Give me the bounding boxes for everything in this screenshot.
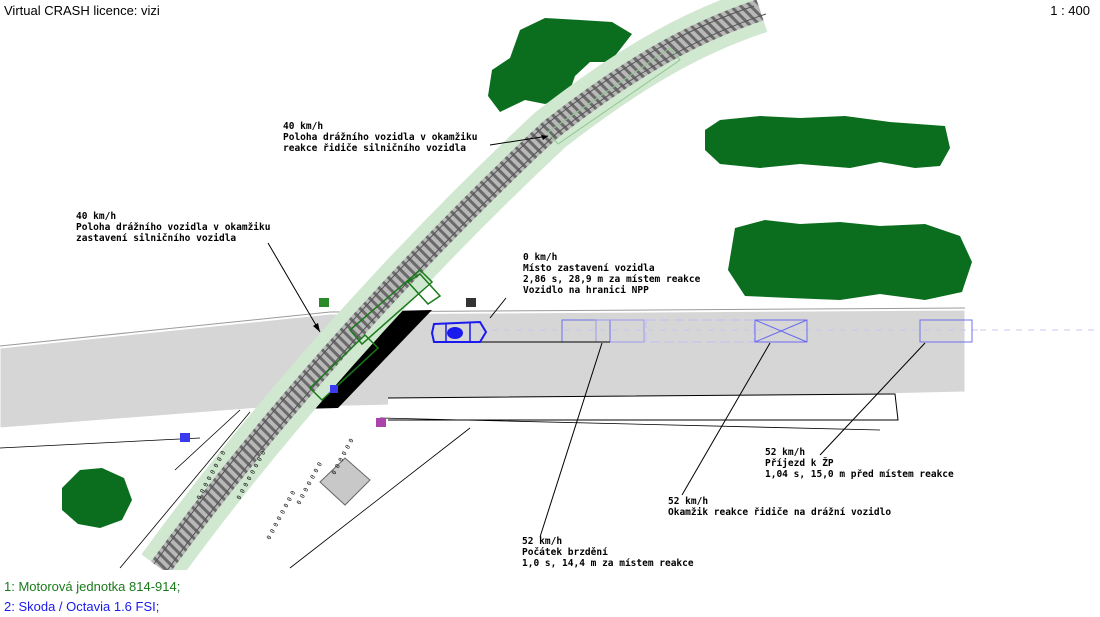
svg-text:1,0 s, 14,4 m za místem reakce: 1,0 s, 14,4 m za místem reakce xyxy=(522,558,694,569)
svg-text:Okamžik reakce řidiče na drážn: Okamžik reakce řidiče na drážní vozidlo xyxy=(668,507,891,518)
crash-scene-diagram[interactable]: 0 0 0 0 0 0 0 0 0 0 0 0 0 0 0 0 0 0 0 0 … xyxy=(0,0,1100,570)
legend-item-car: 2: Skoda / Octavia 1.6 FSI; xyxy=(4,599,160,614)
train-ghost-outline xyxy=(547,47,681,145)
vegetation-area xyxy=(488,18,632,112)
building xyxy=(319,457,371,506)
svg-text:52 km/h: 52 km/h xyxy=(668,496,708,507)
legend-item-train: 1: Motorová jednotka 814-914; xyxy=(4,579,181,594)
svg-text:2,86 s, 28,9 m za místem reakc: 2,86 s, 28,9 m za místem reakce xyxy=(523,274,701,285)
marker-icon xyxy=(330,385,338,393)
svg-text:Příjezd k ŽP: Příjezd k ŽP xyxy=(765,457,834,469)
svg-text:52 km/h: 52 km/h xyxy=(765,447,805,458)
svg-text:0 km/h: 0 km/h xyxy=(523,252,557,263)
svg-text:Poloha drážního vozidla v okam: Poloha drážního vozidla v okamžiku xyxy=(283,132,477,143)
svg-text:zastavení silničního vozidla: zastavení silničního vozidla xyxy=(76,233,236,244)
svg-text:40 km/h: 40 km/h xyxy=(283,121,323,132)
marker-icon xyxy=(376,418,386,427)
road xyxy=(0,309,966,429)
vegetation-area xyxy=(62,468,132,528)
svg-text:Počátek brzdění: Počátek brzdění xyxy=(522,547,608,558)
car-position-box xyxy=(595,319,645,343)
car-position-box xyxy=(645,319,755,343)
marker-icon xyxy=(180,433,190,442)
annotation-driver-reaction: 52 km/h Okamžik reakce řidiče na drážní … xyxy=(668,496,891,518)
svg-text:Místo zastavení vozidla: Místo zastavení vozidla xyxy=(523,263,655,274)
window-title: Virtual CRASH licence: vizi xyxy=(4,3,160,18)
train-position-outline xyxy=(308,333,380,402)
svg-text:Vozidlo na hranici NPP: Vozidlo na hranici NPP xyxy=(523,285,649,296)
svg-text:Poloha drážního vozidla v okam: Poloha drážního vozidla v okamžiku xyxy=(76,222,270,233)
annotation-car-stop: 0 km/h Místo zastavení vozidla 2,86 s, 2… xyxy=(523,252,701,296)
scale-indicator: 1 : 400 xyxy=(1050,3,1090,18)
annotation-train-reaction: 40 km/h Poloha drážního vozidla v okamži… xyxy=(283,121,477,154)
train-position-outline xyxy=(406,273,442,305)
train-position-outline xyxy=(348,268,434,346)
car-position-box xyxy=(754,319,808,343)
vegetation-area xyxy=(728,220,972,300)
svg-text:0 0 0 0 0 0 0: 0 0 0 0 0 0 0 xyxy=(296,461,324,506)
svg-text:0 0 0 0 0 0 0 0: 0 0 0 0 0 0 0 0 xyxy=(266,489,298,540)
annotation-arrival: 52 km/h Příjezd k ŽP 1,04 s, 15,0 m před… xyxy=(765,447,954,480)
svg-text:40 km/h: 40 km/h xyxy=(76,211,116,222)
car-position-box xyxy=(919,319,973,343)
side-road-edge xyxy=(387,393,899,421)
annotation-braking-start: 52 km/h Počátek brzdění 1,0 s, 14,4 m za… xyxy=(522,536,694,569)
vegetation-area xyxy=(705,116,950,168)
marker-icon xyxy=(466,298,476,307)
marker-icon xyxy=(319,298,329,307)
railway-track xyxy=(151,0,764,570)
svg-text:1,04 s, 15,0 m před místem rea: 1,04 s, 15,0 m před místem reakce xyxy=(765,469,954,480)
car-skoda-octavia xyxy=(430,320,488,343)
svg-text:52 km/h: 52 km/h xyxy=(522,536,562,547)
annotation-train-stop: 40 km/h Poloha drážního vozidla v okamži… xyxy=(76,211,270,244)
svg-text:reakce řidiče silničního vozid: reakce řidiče silničního vozidla xyxy=(283,143,466,154)
